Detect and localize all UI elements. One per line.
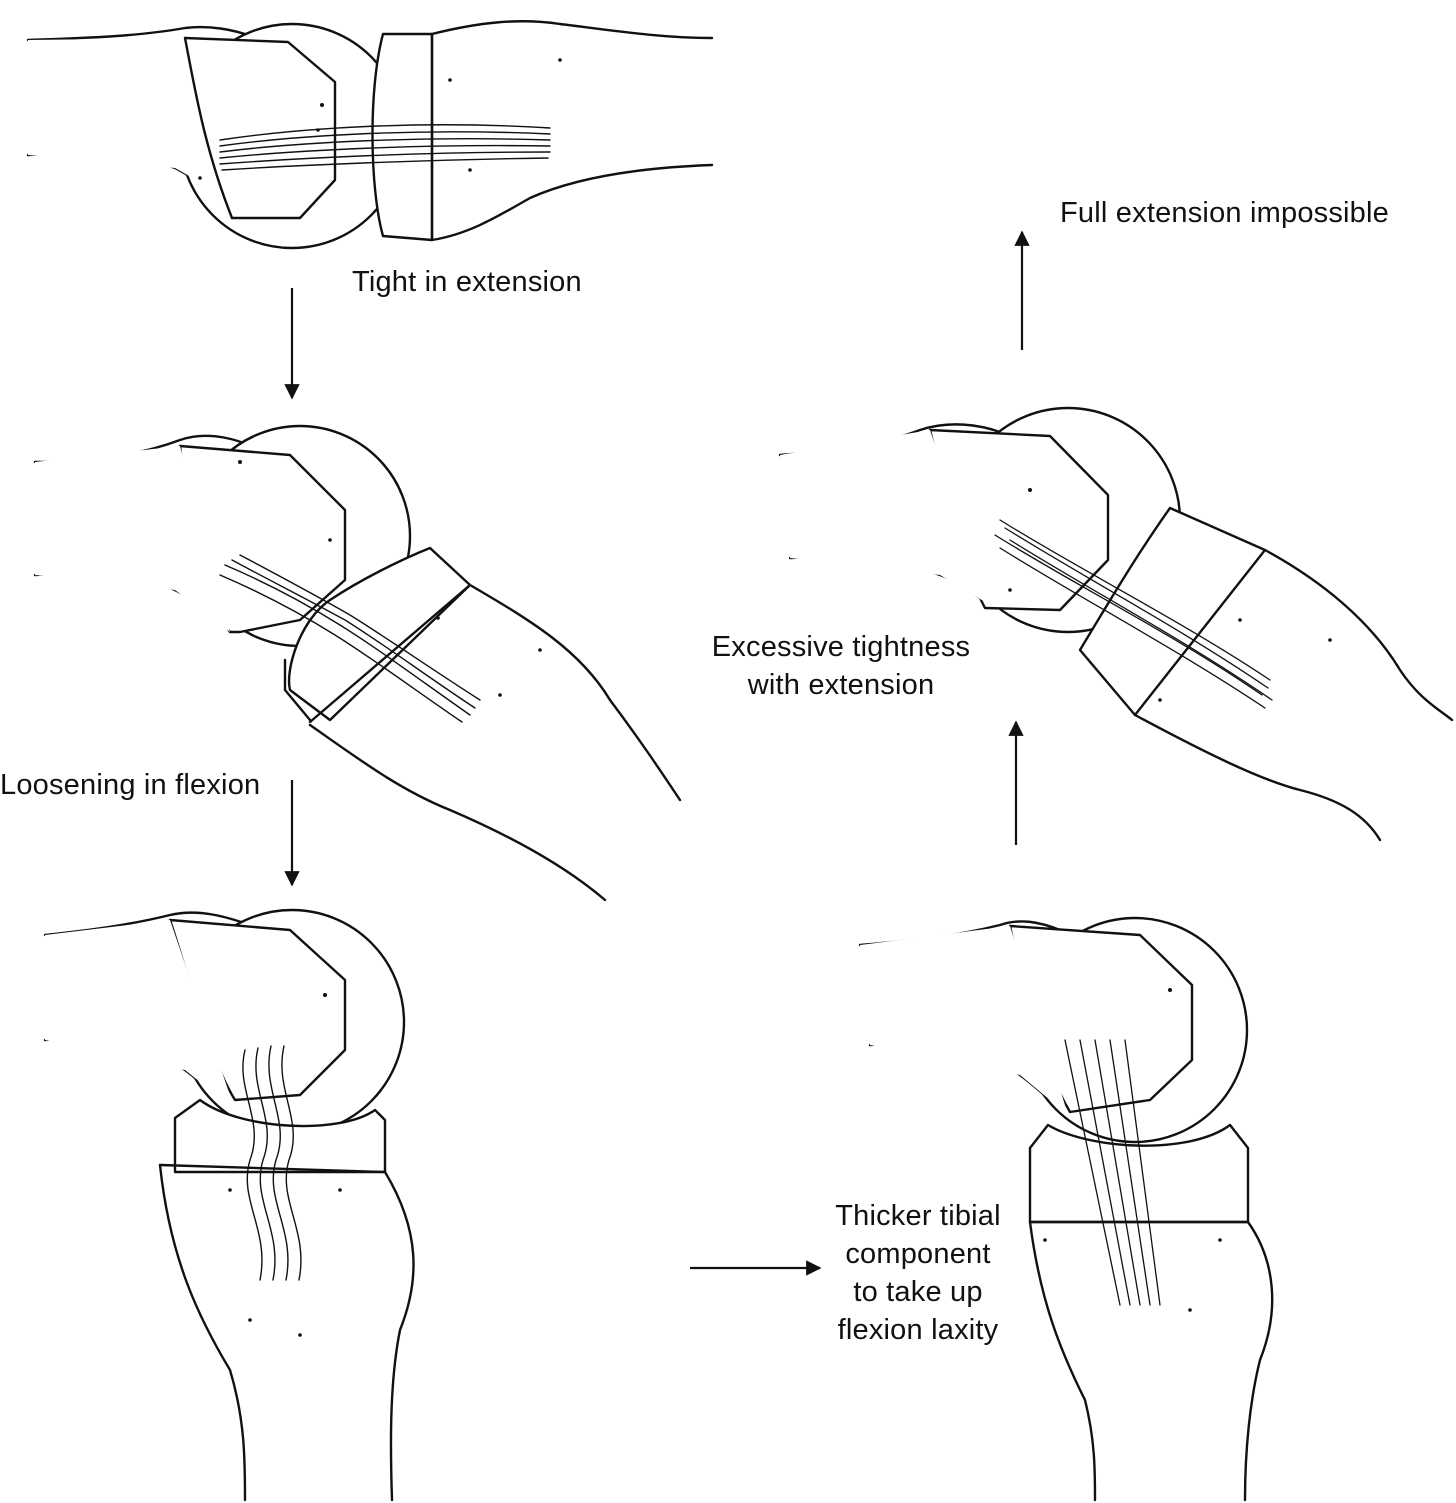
knee-excessive-tightness-drawing [778, 406, 1454, 842]
label-full-extension-impossible: Full extension impossible [1060, 197, 1389, 229]
label-excessive-tightness: Excessive tightness with extension [706, 628, 976, 704]
knee-thicker-component-drawing [858, 916, 1274, 1502]
label-thicker-tibial-line-3: to take up [853, 1276, 983, 1308]
label-thicker-tibial-line-1: Thicker tibial [835, 1200, 1001, 1232]
label-tight-in-extension: Tight in extension [352, 266, 582, 298]
knee-flexion-drawing [43, 908, 415, 1502]
label-thicker-tibial-component: Thicker tibial component to take up flex… [818, 1197, 1018, 1349]
label-loosening-in-flexion: Loosening in flexion [0, 769, 261, 801]
label-thicker-tibial-line-2: component [845, 1238, 991, 1270]
knee-partial-flexion-drawing [33, 424, 682, 902]
arrows [284, 230, 1030, 1276]
label-thicker-tibial-line-4: flexion laxity [837, 1314, 999, 1346]
label-excessive-tightness-line-1: Excessive tightness [711, 631, 971, 663]
label-excessive-tightness-line-2: with extension [747, 669, 935, 701]
knee-extension-drawing [26, 20, 714, 250]
